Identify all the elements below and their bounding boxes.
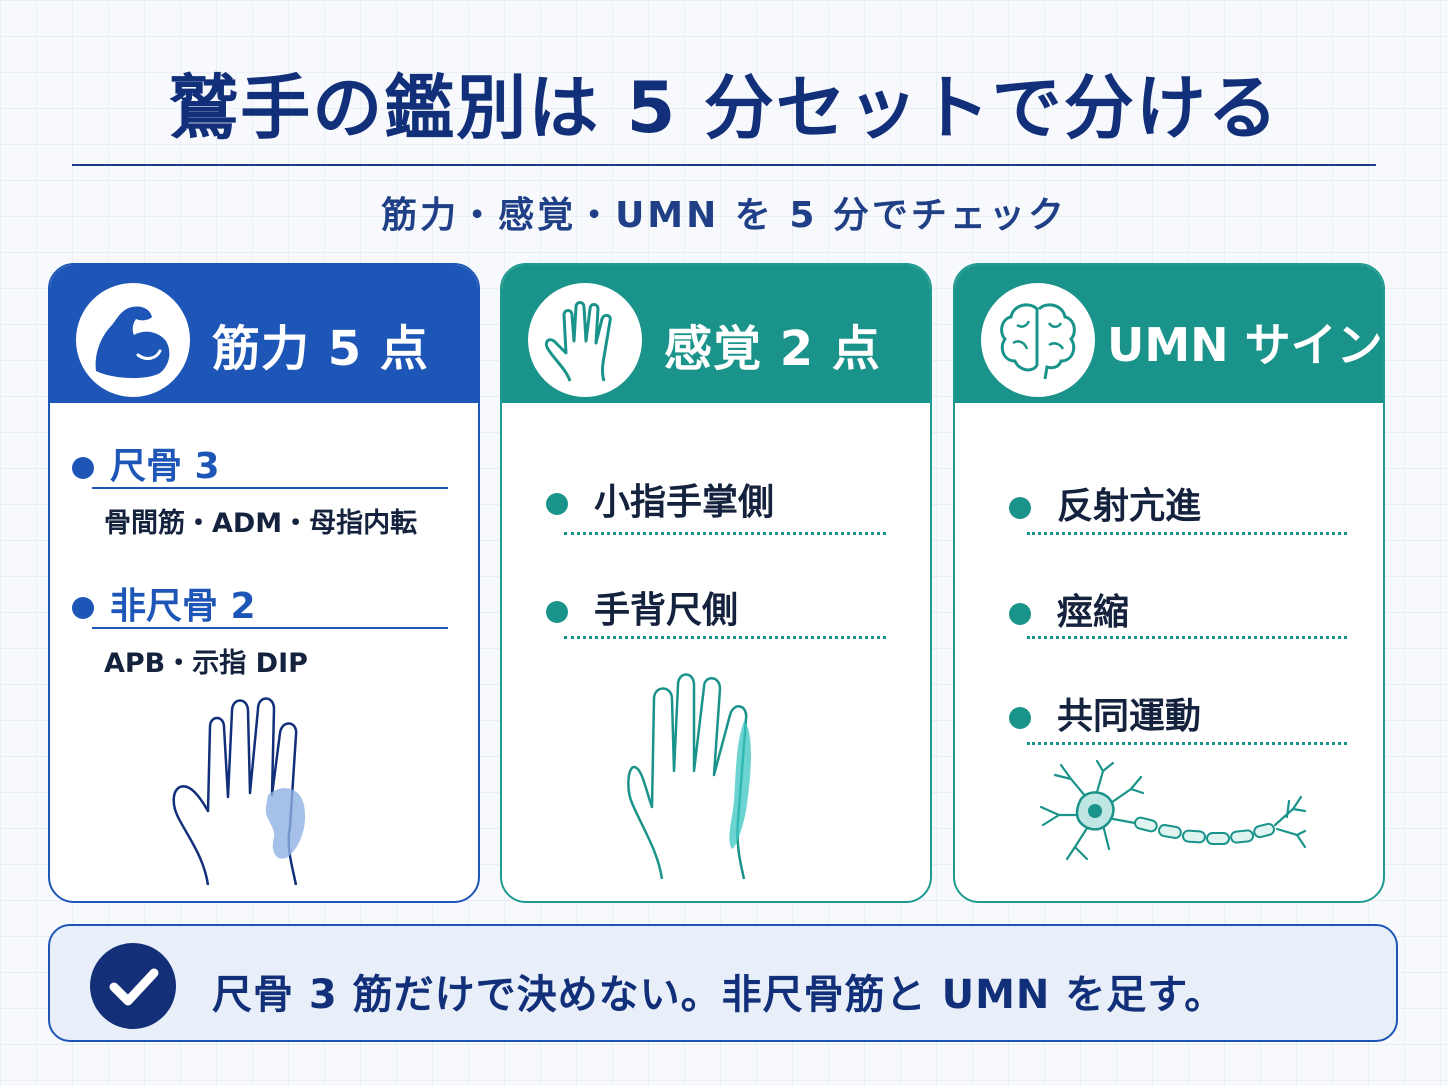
item-divider — [1027, 742, 1347, 745]
footer-callout: 尺骨 3 筋だけで決めない。非尺骨筋と UMN を足す。 — [48, 924, 1398, 1042]
bullet-dot — [1009, 497, 1031, 519]
strength-item-detail: APB・示指 DIP — [104, 648, 308, 679]
title-divider — [72, 164, 1376, 166]
sensory-card-heading: 感覚 2 点 — [664, 321, 881, 377]
item-divider — [1027, 532, 1347, 535]
sensory-item-palmar-little-finger: 小指手掌側 — [546, 473, 774, 525]
bullet-dot — [546, 493, 568, 515]
item-divider — [564, 636, 886, 639]
umn-item-synergy: 共同運動 — [1009, 687, 1201, 739]
sensory-item-dorsal-ulnar: 手背尺側 — [546, 581, 738, 633]
umn-item-label: 共同運動 — [1057, 696, 1202, 737]
open-hand-icon — [528, 283, 642, 397]
page-subtitle: 筋力・感覚・UMN を 5 分でチェック — [381, 195, 1067, 236]
bullet-dot — [72, 457, 94, 479]
strength-item-detail: 骨間筋・ADM・母指内転 — [104, 508, 418, 539]
check-icon — [90, 943, 176, 1029]
strength-card-header: 筋力 5 点 — [50, 265, 478, 403]
hand-ulnar-sensory-icon — [627, 673, 751, 880]
umn-card: UMN サイン 反射亢進 痙縮 共同運動 — [953, 263, 1385, 903]
flexed-arm-icon — [76, 283, 190, 397]
item-divider — [92, 627, 448, 629]
item-divider — [1027, 636, 1347, 639]
neuron-icon — [1039, 759, 1307, 861]
sensory-item-label: 小指手掌側 — [594, 482, 775, 523]
brain-icon — [981, 283, 1095, 397]
hand-thenar-icon — [172, 697, 306, 886]
bullet-dot — [1009, 603, 1031, 625]
sensory-item-label: 手背尺側 — [594, 590, 739, 631]
bullet-dot — [546, 601, 568, 623]
footer-message: 尺骨 3 筋だけで決めない。非尺骨筋と UMN を足す。 — [212, 972, 1226, 1018]
strength-item-label: 尺骨 3 — [110, 446, 220, 487]
umn-card-header: UMN サイン — [955, 265, 1383, 403]
item-divider — [564, 532, 886, 535]
sensory-card-header: 感覚 2 点 — [502, 265, 930, 403]
strength-card-heading: 筋力 5 点 — [212, 321, 429, 377]
umn-card-heading: UMN サイン — [1107, 318, 1383, 372]
umn-item-spasticity: 痙縮 — [1009, 583, 1129, 635]
strength-item-ulnar: 尺骨 3 — [72, 437, 220, 489]
bullet-dot — [1009, 707, 1031, 729]
strength-item-label: 非尺骨 2 — [110, 586, 256, 627]
strength-item-non-ulnar: 非尺骨 2 — [72, 577, 256, 629]
strength-card: 筋力 5 点 尺骨 3 骨間筋・ADM・母指内転 非尺骨 2 APB・示指 DI… — [48, 263, 480, 903]
umn-item-label: 痙縮 — [1057, 592, 1130, 633]
bullet-dot — [72, 597, 94, 619]
sensory-card: 感覚 2 点 小指手掌側 手背尺側 — [500, 263, 932, 903]
umn-item-label: 反射亢進 — [1057, 486, 1202, 527]
item-divider — [92, 487, 448, 489]
page-title: 鷲手の鑑別は 5 分セットで分ける — [168, 67, 1280, 149]
umn-item-hyperreflexia: 反射亢進 — [1009, 477, 1201, 529]
